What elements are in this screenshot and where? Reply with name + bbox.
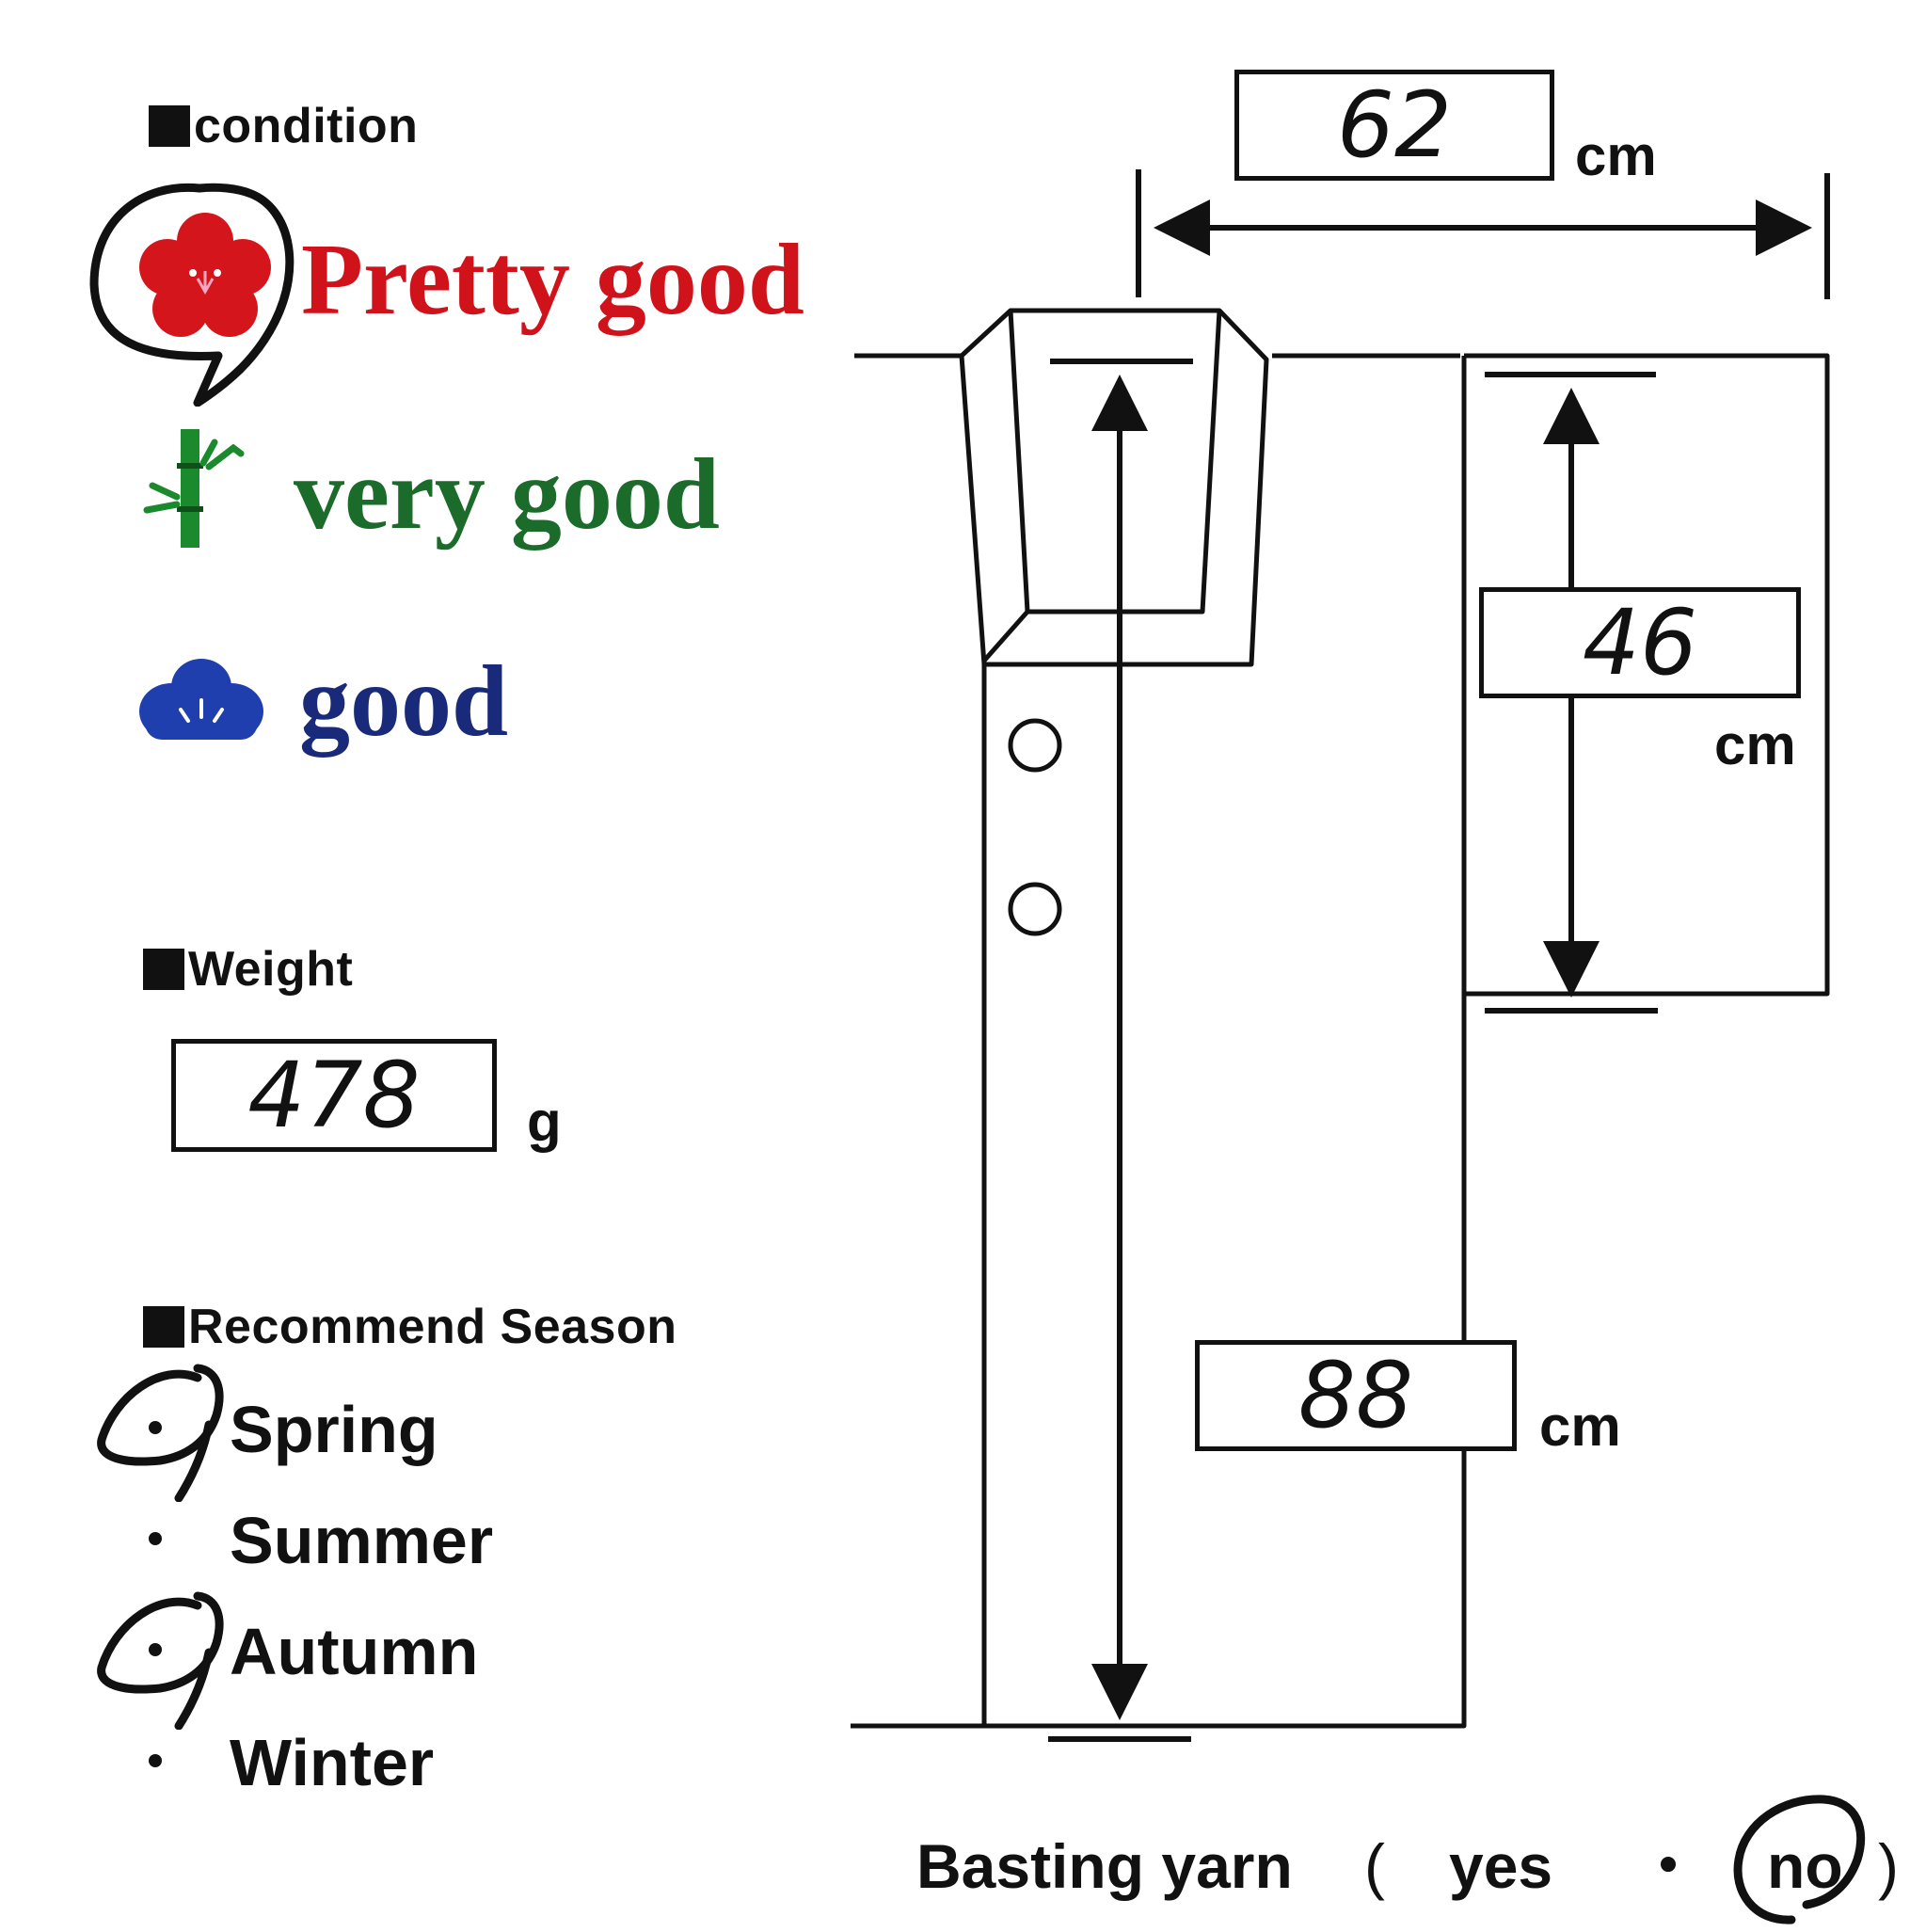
sleeve-value-box[interactable]: 46 bbox=[1479, 587, 1801, 698]
basting-open-paren: ( bbox=[1364, 1831, 1385, 1901]
condition-pretty-good-label: Pretty good bbox=[301, 224, 804, 336]
season-winter-bullet bbox=[149, 1754, 162, 1767]
length-value-box[interactable]: 88 bbox=[1195, 1340, 1517, 1451]
width-value: 62 bbox=[1336, 72, 1453, 178]
square-bullet-icon bbox=[149, 105, 190, 147]
button-circle bbox=[1008, 718, 1062, 773]
collar-inner bbox=[1008, 310, 1222, 615]
square-bullet-icon bbox=[143, 949, 184, 990]
sleeve-unit: cm bbox=[1714, 713, 1796, 776]
basting-no-option[interactable]: no bbox=[1767, 1831, 1843, 1901]
square-bullet-icon bbox=[143, 1306, 184, 1348]
length-value: 88 bbox=[1297, 1343, 1414, 1448]
weight-value-box[interactable]: 478 bbox=[171, 1039, 497, 1152]
weight-heading: Weight bbox=[143, 941, 353, 998]
season-spring[interactable]: Spring bbox=[230, 1393, 438, 1466]
body-outline bbox=[981, 356, 1467, 1729]
width-value-box[interactable]: 62 bbox=[1234, 70, 1554, 181]
length-unit: cm bbox=[1539, 1395, 1621, 1458]
season-summer[interactable]: Summer bbox=[230, 1504, 494, 1577]
width-unit: cm bbox=[1575, 124, 1657, 187]
selection-circle-autumn bbox=[94, 1587, 235, 1731]
pine-icon bbox=[139, 653, 263, 743]
basting-separator: ・ bbox=[1637, 1831, 1699, 1901]
season-autumn[interactable]: Autumn bbox=[230, 1615, 479, 1688]
season-spring-bullet bbox=[149, 1421, 162, 1434]
sleeve-outline bbox=[1464, 353, 1830, 997]
basting-yarn-label: Basting yarn bbox=[916, 1831, 1293, 1901]
season-summer-bullet bbox=[149, 1532, 162, 1545]
selection-circle-pretty-good bbox=[87, 181, 303, 407]
selection-circle-spring bbox=[94, 1359, 235, 1503]
basting-yes-option[interactable]: yes bbox=[1449, 1831, 1553, 1901]
season-autumn-bullet bbox=[149, 1643, 162, 1656]
season-winter[interactable]: Winter bbox=[230, 1726, 435, 1799]
condition-heading: condition bbox=[149, 98, 418, 154]
basting-close-paren: ) bbox=[1878, 1831, 1899, 1901]
condition-very-good-label: very good bbox=[294, 439, 720, 551]
weight-unit: g bbox=[527, 1090, 562, 1153]
sleeve-value: 46 bbox=[1582, 590, 1698, 695]
weight-value: 478 bbox=[247, 1043, 421, 1148]
plum-blossom-icon bbox=[139, 213, 271, 339]
button-circle bbox=[1008, 882, 1062, 936]
bamboo-icon bbox=[139, 425, 252, 553]
season-heading: Recommend Season bbox=[143, 1299, 677, 1355]
condition-good-label: good bbox=[299, 646, 509, 758]
selection-circle-no bbox=[1726, 1788, 1872, 1927]
